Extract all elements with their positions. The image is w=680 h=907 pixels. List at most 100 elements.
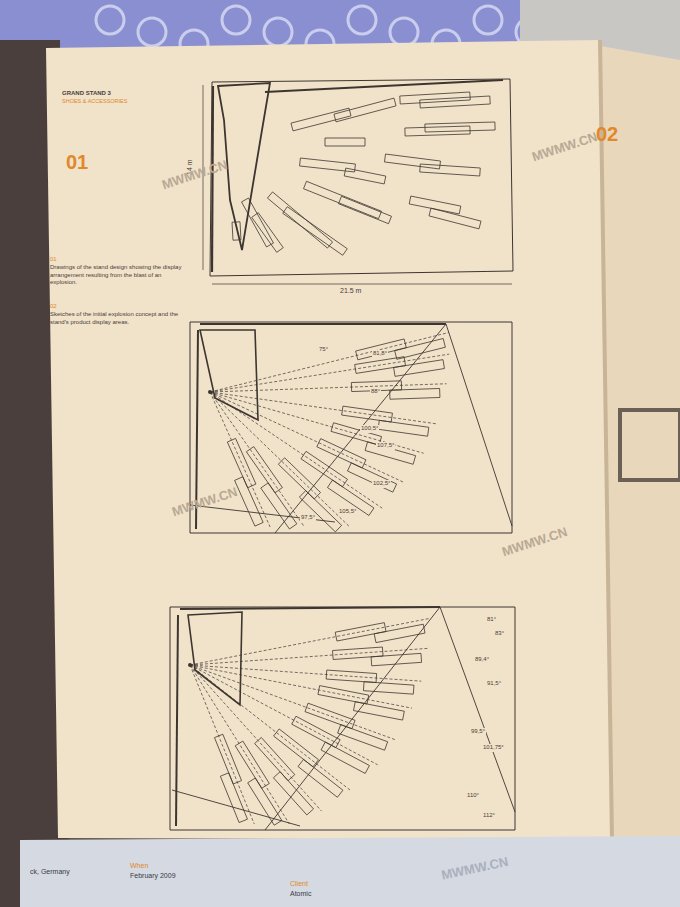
wall	[212, 86, 213, 272]
display-bar	[255, 737, 295, 780]
display-bar	[425, 122, 495, 132]
blast-line	[275, 324, 446, 533]
caption: Sketches of the initial explosion concep…	[50, 311, 190, 326]
angle-label: 99,5°	[470, 728, 486, 736]
angle-label: 110°	[466, 792, 480, 800]
stand-outline	[190, 322, 512, 533]
wall	[180, 607, 440, 609]
display-bar	[274, 729, 319, 767]
angle-label: 102,5°	[372, 480, 391, 488]
display-bar	[292, 716, 340, 747]
angle-label: 89,4°	[474, 656, 490, 664]
display-bar	[301, 451, 347, 486]
display-bar	[355, 357, 406, 374]
figure-number: 01	[66, 150, 88, 175]
display-bar	[344, 168, 386, 184]
display-bar	[283, 207, 348, 256]
info-value: Atomic	[290, 890, 311, 899]
blast-ray	[190, 665, 412, 708]
display-bar	[299, 491, 341, 532]
blast-ray	[190, 618, 429, 665]
display-bar	[227, 438, 256, 487]
location: ck, Germany	[30, 868, 70, 877]
display-bar	[354, 702, 405, 720]
section-name: SHOES & ACCESSORIES	[62, 98, 127, 105]
display-bar	[420, 96, 490, 108]
display-bar	[220, 773, 247, 823]
display-bar	[298, 759, 343, 797]
display-bar	[300, 158, 356, 172]
angle-label: 75°	[318, 346, 329, 354]
dimension: 21.5 m	[340, 287, 361, 296]
blast-ray	[210, 384, 446, 392]
display-bar	[235, 477, 264, 526]
angle-label: 88°	[370, 388, 381, 396]
blast-ray	[210, 354, 449, 392]
book-gutter	[600, 40, 612, 840]
blast-origin	[208, 390, 212, 394]
explosion-sketch	[190, 322, 512, 533]
caption-number: 01	[50, 256, 57, 264]
figure-number: 02	[596, 122, 618, 147]
display-bar	[339, 196, 392, 223]
angle-label: 83°	[494, 630, 505, 638]
angle-label: 81°	[486, 616, 497, 624]
bottom-band	[20, 836, 680, 907]
display-bar	[278, 458, 320, 499]
angle-label: 101,75°	[482, 744, 505, 752]
display-bar	[252, 213, 284, 253]
display-bar	[394, 360, 445, 377]
display-bar	[273, 772, 313, 815]
display-bar	[384, 154, 440, 169]
display-bar	[248, 778, 282, 825]
display-bar	[347, 463, 396, 492]
blast-ray	[190, 665, 254, 824]
display-bar	[365, 442, 416, 464]
blast-ray	[190, 665, 396, 740]
blast-ray	[190, 665, 378, 765]
display-bar	[291, 108, 351, 131]
display-bar	[378, 420, 429, 436]
angle-label: 81,8°	[372, 350, 388, 358]
display-bar	[214, 734, 241, 784]
blast-ray	[190, 665, 289, 824]
display-bar	[304, 181, 382, 218]
explosion-sketch	[170, 607, 515, 830]
display-bar	[327, 480, 373, 515]
display-bar	[429, 208, 481, 229]
angle-label: 100,5°	[360, 425, 379, 433]
angle-label: 91,5°	[486, 680, 502, 688]
page-heading: GRAND STAND 3	[62, 90, 111, 98]
display-bar	[390, 388, 440, 399]
display-bar	[338, 725, 388, 751]
angle-label: 97,5°	[300, 514, 316, 522]
watermark: MWMW.CN	[530, 129, 600, 165]
stand-outline	[210, 79, 513, 276]
watermark: MWMW.CN	[500, 524, 570, 560]
display-bar	[321, 742, 369, 773]
display-bar	[318, 686, 369, 704]
blast-line	[265, 607, 440, 830]
dimension-line	[212, 284, 512, 285]
right-page-symbol	[620, 410, 680, 480]
blast-ray	[190, 665, 322, 811]
blast-ray	[210, 392, 424, 453]
display-bar	[232, 222, 241, 240]
stand-outline	[170, 607, 515, 830]
info-value: February 2009	[130, 872, 176, 881]
display-bar	[342, 406, 393, 422]
blast-ray	[190, 665, 351, 791]
blast-ray	[210, 332, 449, 392]
wall	[200, 323, 446, 325]
left-page	[46, 40, 612, 840]
angle-label: 105,5°	[338, 508, 357, 516]
blast-ray	[190, 665, 421, 681]
blast-line	[446, 324, 512, 526]
entrance-block	[188, 612, 242, 705]
angle-label: 107,5°	[376, 442, 395, 450]
display-bar	[335, 623, 386, 641]
display-bar	[331, 423, 382, 445]
display-bar	[371, 653, 422, 665]
watermark: MWMW.CN	[440, 854, 510, 884]
display-bar	[374, 624, 425, 642]
